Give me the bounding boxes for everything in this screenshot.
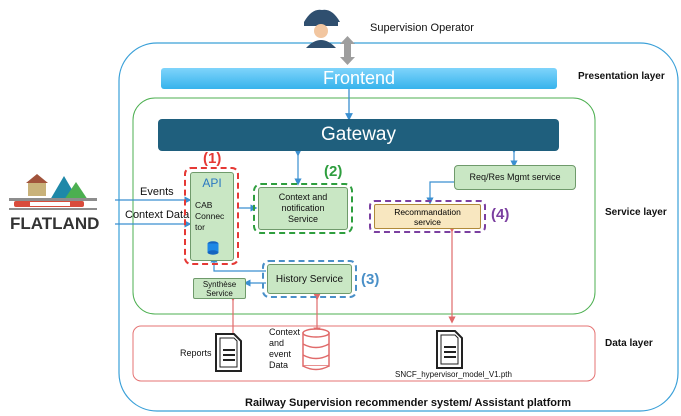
api-box: API CAB Connec tor <box>190 172 234 261</box>
context-data-label: Context Data <box>125 209 190 221</box>
flatland-logo-text: FLATLAND <box>10 214 100 233</box>
frontend-label: Frontend <box>322 68 396 88</box>
gateway-label: Gateway <box>321 124 396 145</box>
database-icon <box>207 241 219 255</box>
operator-frontend-arrow <box>340 36 355 65</box>
marker-4: (4) <box>491 206 510 223</box>
model-file-label: SNCF_hypervisor_model_V1.pth <box>395 370 512 379</box>
context-service-dashed-border <box>253 183 353 234</box>
marker-3: (3) <box>361 271 380 288</box>
presentation-layer-label: Presentation layer <box>578 71 665 82</box>
history-service: History Service <box>267 264 352 294</box>
data-layer-frame <box>132 325 596 382</box>
recommendation-dashed-border <box>369 200 486 233</box>
service-layer-frame <box>132 97 596 315</box>
operator-label: Supervision Operator <box>370 22 474 34</box>
context-event-data-label: Context and event Data <box>269 327 301 370</box>
api-title: API <box>202 176 222 190</box>
cab-connector-label: CAB Connec tor <box>195 200 225 232</box>
marker-1: (1) <box>203 150 222 167</box>
synthese-service: Synthèse Service <box>193 278 246 299</box>
reports-label: Reports <box>180 348 212 358</box>
recommendation-service: Recommandation service <box>374 204 481 229</box>
platform-frame <box>118 42 679 412</box>
api-dashed-border <box>184 167 239 265</box>
service-layer-label: Service layer <box>605 207 667 218</box>
marker-2: (2) <box>324 163 343 180</box>
events-label: Events <box>140 186 174 198</box>
gateway-bar: Gateway <box>158 119 559 151</box>
frontend-bar: Frontend <box>161 68 557 89</box>
history-dashed-border <box>262 260 357 298</box>
data-layer-label: Data layer <box>605 338 653 349</box>
reqres-mgmt-service: Req/Res Mgmt service <box>454 165 576 190</box>
context-notification-service: Context and notification Service <box>258 187 348 230</box>
platform-title: Railway Supervision recommender system/ … <box>245 397 572 409</box>
